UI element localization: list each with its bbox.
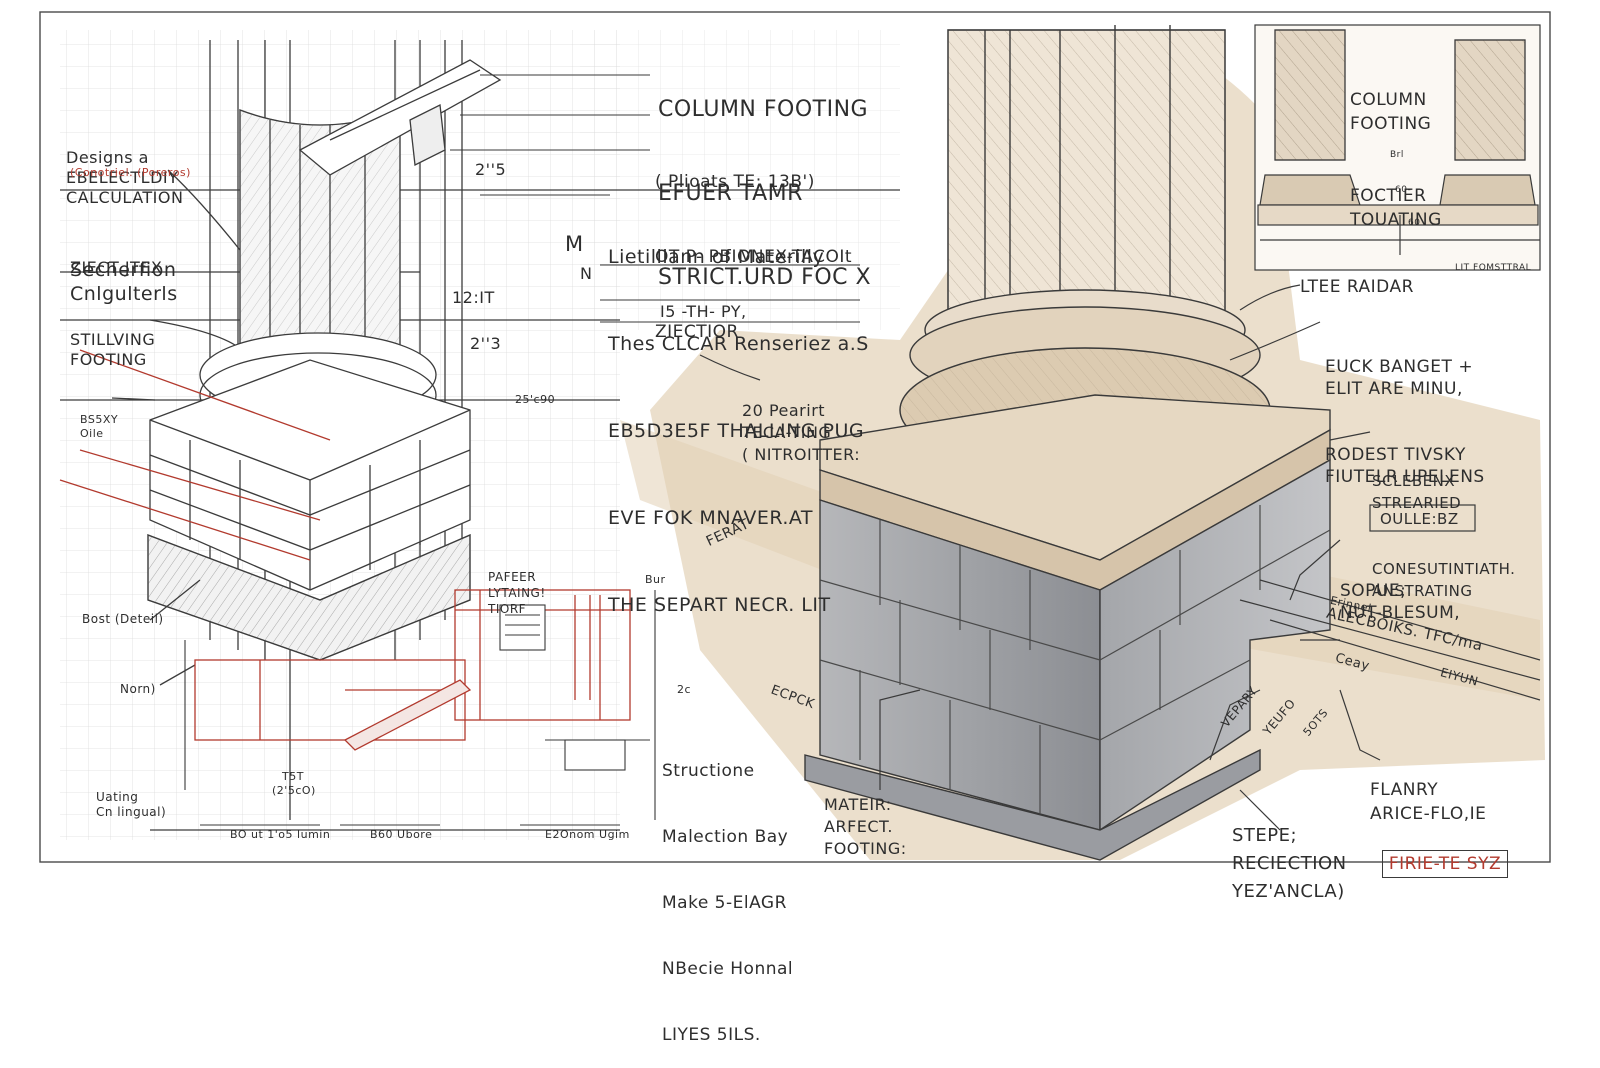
- dimension-lines: [184, 590, 656, 826]
- drawing-canvas: [39, 11, 1551, 863]
- inset-dim-a: Brl: [1390, 150, 1404, 160]
- dim-a-label: T5T: [282, 770, 304, 783]
- margin-n: N: [580, 264, 593, 283]
- title-block: COLUMN FOOTING EFUER TAMR STRICT.URD FOC…: [658, 97, 872, 290]
- margin-m: M: [565, 232, 584, 256]
- inset-caption: LIT FOMSTTRAL: [1455, 263, 1532, 273]
- inset-elevation: [1254, 24, 1541, 271]
- dim-23: 2''3: [470, 334, 502, 353]
- left-column-sketch: [60, 40, 900, 831]
- oullebz-label: OULLE:BZ: [1380, 510, 1459, 528]
- dim-a-sub-label: (2'5cO): [272, 784, 316, 797]
- structione-note: Structione Malection Bay Make 5-ElAGR NB…: [662, 761, 794, 1045]
- ltee-raidar-label: LTEE RAIDAR: [1300, 277, 1414, 297]
- title-subblock: ( Plioats TE: 13B') OT P- PBIONEX-TACOIt…: [655, 172, 853, 342]
- dim-2c: 2c: [677, 683, 692, 696]
- dim-225: 2''5: [475, 160, 507, 179]
- bottom-mid-dim: B60 Ubore: [370, 828, 433, 841]
- inset-dim-b: 60-: [1395, 185, 1412, 195]
- dim-small: 25'c90: [515, 393, 556, 406]
- right-leaders: [699, 284, 1541, 831]
- bottom-right-dim: E2Onom Ugim: [545, 828, 630, 841]
- norn-label: Norn): [120, 682, 156, 696]
- bottom-left-dim: BO ut 1'o5 lumin: [230, 828, 331, 841]
- title-guides: [450, 74, 860, 323]
- bur-label: Bur: [645, 573, 666, 586]
- euck-banget-note: EUCK BANGET +ELIT ARE MINU, RODEST TIVSK…: [1325, 357, 1485, 487]
- sopue-note: SOPUE;NUT-BLESUM,: [1340, 581, 1461, 623]
- material-block: Lietilllann of Materilly Thes CLCAR Rens…: [608, 246, 869, 616]
- design-calc-subnote: (Conotriel. (Poreros): [70, 166, 191, 179]
- bost-detail-label: Bost (Deteil): [82, 612, 164, 626]
- inset-dim-c: 60: [1408, 218, 1421, 228]
- zect-jtex-label: ZIECT JTEX: [70, 258, 163, 277]
- right-column-render: [804, 25, 1331, 861]
- material-block-end: I5 -TH- PY,: [660, 302, 747, 321]
- red-section-lines: [59, 349, 631, 751]
- mateir-note: MATEIR:ARFECT.FOOTING:: [824, 795, 907, 858]
- dim-12: 12:IT: [452, 288, 495, 307]
